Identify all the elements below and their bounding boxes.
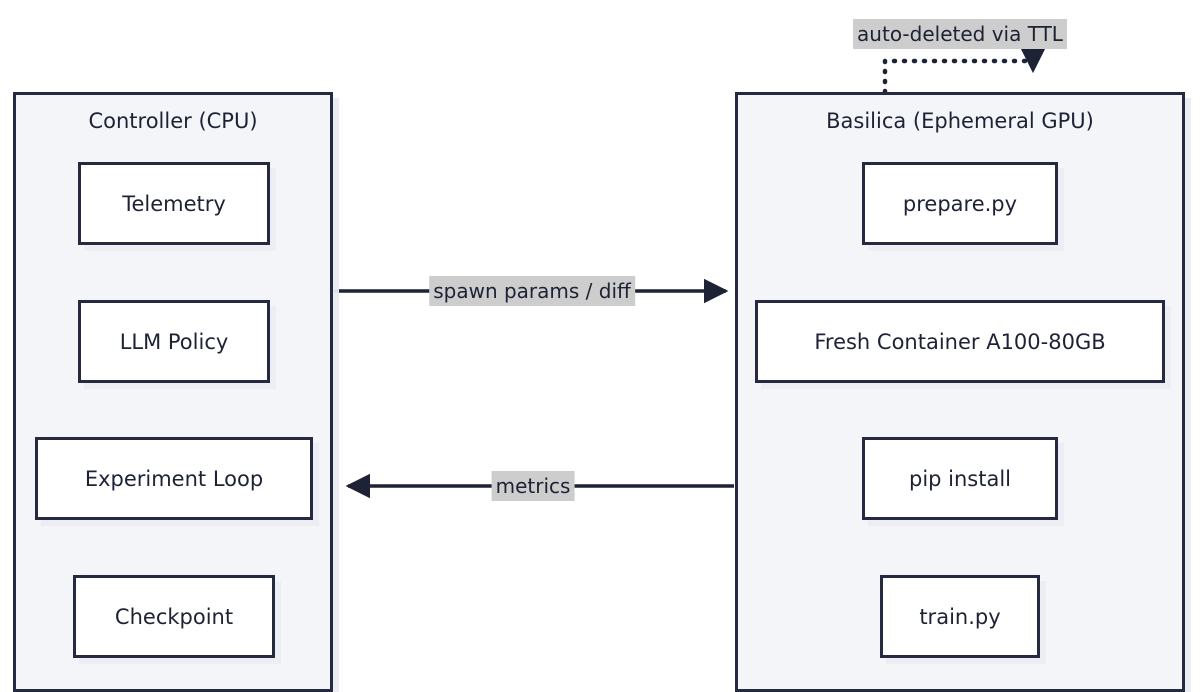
node-prepare-py[interactable]: prepare.py <box>862 162 1058 245</box>
edge-label-auto-deleted-ttl: auto-deleted via TTL <box>853 19 1067 49</box>
node-experiment-loop-label: Experiment Loop <box>84 466 264 491</box>
node-fresh-container[interactable]: Fresh Container A100-80GB <box>755 300 1165 383</box>
node-experiment-loop[interactable]: Experiment Loop <box>35 437 313 520</box>
node-train-py[interactable]: train.py <box>880 575 1040 658</box>
node-checkpoint-label: Checkpoint <box>114 604 234 629</box>
diagram-canvas: Controller (CPU) Telemetry LLM Policy Ex… <box>13 19 1185 692</box>
node-train-py-label: train.py <box>919 604 1001 629</box>
edge-label-metrics: metrics <box>491 471 575 501</box>
node-telemetry[interactable]: Telemetry <box>78 162 270 245</box>
node-telemetry-label: Telemetry <box>122 191 226 216</box>
cluster-controller-title: Controller (CPU) <box>88 109 258 133</box>
node-fresh-container-label: Fresh Container A100-80GB <box>814 329 1106 354</box>
node-prepare-py-label: prepare.py <box>902 191 1018 216</box>
node-checkpoint[interactable]: Checkpoint <box>73 575 275 658</box>
node-llm-policy[interactable]: LLM Policy <box>78 300 270 383</box>
node-pip-install[interactable]: pip install <box>862 437 1058 520</box>
edge-ttl-line <box>882 41 1049 95</box>
cluster-basilica-title: Basilica (Ephemeral GPU) <box>826 109 1094 133</box>
node-pip-install-label: pip install <box>908 466 1012 491</box>
node-llm-policy-label: LLM Policy <box>119 329 229 354</box>
edge-label-spawn-params: spawn params / diff <box>429 276 635 306</box>
